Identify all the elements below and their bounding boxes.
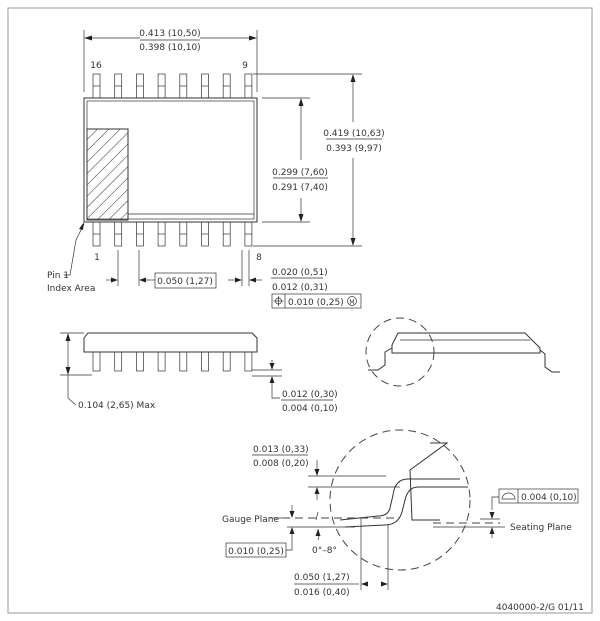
height-max-label: 0.104 (2,65) Max bbox=[78, 401, 156, 411]
pin1-label-line2: Index Area bbox=[47, 284, 95, 294]
overall-max-label: 0.419 (10,63) bbox=[323, 129, 384, 139]
position-tolerance-box bbox=[271, 293, 362, 309]
pin-1-label: 1 bbox=[94, 253, 100, 263]
standoff-max-label: 0.012 (0,30) bbox=[282, 390, 338, 400]
foot-min-label: 0.016 (0,40) bbox=[294, 588, 350, 598]
width-max-label: 0.413 (10,50) bbox=[139, 29, 200, 39]
side-body bbox=[83, 332, 258, 353]
pin-8-label: 8 bbox=[256, 253, 262, 263]
coplanarity-label: 0.004 (0,10) bbox=[521, 493, 577, 503]
standoff-min-label: 0.004 (0,10) bbox=[282, 404, 338, 414]
side-lead bbox=[222, 351, 231, 372]
angle-label: 0°–8° bbox=[312, 546, 337, 556]
side-view: 0.104 (2,65) Max 0.012 (0,30) 0.004 (0,1… bbox=[60, 332, 338, 414]
lead-width-max-label: 0.020 (0,51) bbox=[272, 268, 328, 278]
gauge-value-box bbox=[225, 542, 287, 558]
pitch-label: 0.050 (1,27) bbox=[157, 277, 213, 287]
end-view bbox=[365, 317, 560, 387]
side-lead bbox=[92, 351, 101, 372]
pin-16-label: 16 bbox=[90, 61, 102, 71]
mmc-circle-icon bbox=[347, 296, 357, 306]
seating-plane-label: Seating Plane bbox=[510, 523, 572, 533]
lead-width-min-label: 0.012 (0,31) bbox=[272, 283, 328, 293]
drawing-number: 4040000-2/G 01/11 bbox=[496, 603, 584, 613]
overall-min-label: 0.393 (9,97) bbox=[326, 144, 382, 154]
pitch-box bbox=[154, 272, 217, 289]
top-pins bbox=[92, 73, 253, 99]
foot-max-label: 0.050 (1,27) bbox=[294, 573, 350, 583]
detail-circle bbox=[329, 429, 471, 571]
position-tolerance-label: 0.010 (0,25) bbox=[288, 298, 344, 308]
coplanarity-box bbox=[498, 488, 579, 504]
detail-callout-circle bbox=[365, 317, 435, 387]
gauge-plane-label: Gauge Plane bbox=[222, 515, 279, 525]
side-lead bbox=[136, 351, 144, 372]
side-leads bbox=[92, 351, 253, 372]
drawing-frame bbox=[7, 7, 593, 614]
pin1-index-area bbox=[86, 128, 129, 221]
side-lead bbox=[179, 351, 188, 372]
body-min-label: 0.291 (7,40) bbox=[272, 183, 328, 193]
body-max-label: 0.299 (7,60) bbox=[272, 168, 328, 178]
top-view: 0.413 (10,50) 0.398 (10,10) 16 9 1 8 0.4… bbox=[47, 29, 385, 309]
detail-view: 0.013 (0,33) 0.008 (0,20) Gauge Plane 0.… bbox=[222, 429, 579, 598]
position-symbol-icon bbox=[273, 296, 284, 306]
gauge-value-label: 0.010 (0,25) bbox=[228, 547, 284, 557]
mmc-symbol: M bbox=[349, 299, 354, 306]
pin-9-label: 9 bbox=[242, 61, 248, 71]
side-lead bbox=[157, 351, 166, 372]
profile-surface-icon bbox=[501, 492, 516, 500]
side-lead bbox=[244, 351, 253, 372]
thickness-max-label: 0.013 (0,33) bbox=[253, 445, 309, 455]
thickness-min-label: 0.008 (0,20) bbox=[253, 459, 309, 469]
side-lead bbox=[114, 351, 123, 372]
side-lead bbox=[201, 351, 209, 372]
package-body bbox=[83, 97, 258, 223]
bottom-pins bbox=[92, 221, 253, 247]
pin1-label-line1: Pin 1 bbox=[47, 271, 69, 281]
width-min-label: 0.398 (10,10) bbox=[139, 43, 200, 53]
